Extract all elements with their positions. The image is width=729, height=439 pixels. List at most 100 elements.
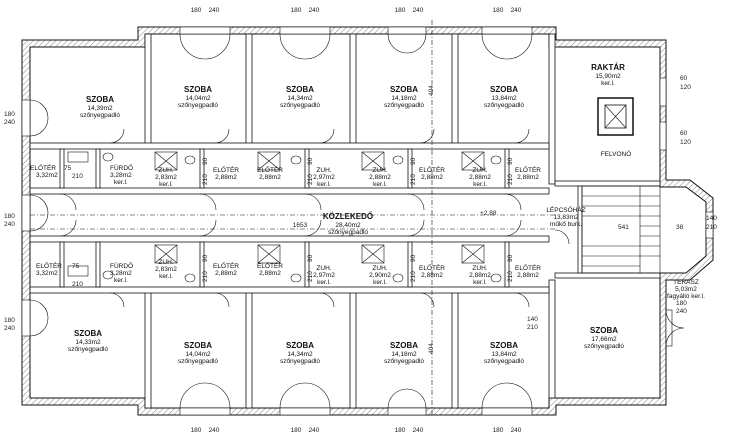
svg-text:FÜRDŐ: FÜRDŐ	[110, 163, 133, 172]
svg-text:210: 210	[410, 174, 417, 185]
room-label-szoba-s2: SZOBA 14,34m2 szőnyegpadló	[280, 341, 320, 365]
svg-text:13,84m2: 13,84m2	[491, 95, 517, 102]
room-label-szoba-n3: SZOBA 14,18m2 szőnyegpadló	[384, 85, 424, 109]
room-label-eloter-n3: ELŐTÉR 2,88m2	[419, 165, 445, 181]
svg-text:szőnyegpadló: szőnyegpadló	[584, 343, 624, 350]
svg-text:210: 210	[307, 174, 314, 185]
room-label-eloter-n4: ELŐTÉR 2,88m2	[515, 165, 541, 181]
svg-text:2,88m2: 2,88m2	[259, 270, 281, 277]
svg-text:SZOBA: SZOBA	[86, 95, 114, 104]
room-label-eloter-s3: ELŐTÉR 2,88m2	[419, 263, 445, 279]
svg-text:210: 210	[202, 271, 209, 282]
svg-text:ZUH.: ZUH.	[472, 265, 487, 272]
svg-text:240: 240	[309, 7, 320, 14]
svg-text:3,28m2: 3,28m2	[110, 172, 132, 179]
svg-text:75: 75	[72, 263, 80, 270]
room-label-zuh-s1: ZUH. 2,83m2 ker.l.	[155, 259, 177, 280]
svg-text:SZOBA: SZOBA	[184, 341, 212, 350]
svg-text:2,83m2: 2,83m2	[155, 174, 177, 181]
room-label-szoba-nw: SZOBA 14,39m2 szőnyegpadló	[80, 95, 120, 119]
svg-text:5,03m2: 5,03m2	[675, 286, 697, 293]
svg-text:210: 210	[72, 281, 83, 288]
svg-text:2,88m2: 2,88m2	[259, 174, 281, 181]
svg-text:90: 90	[202, 157, 209, 165]
svg-text:120: 120	[680, 139, 691, 146]
svg-text:404: 404	[428, 343, 435, 354]
svg-text:3,28m2: 3,28m2	[110, 270, 132, 277]
svg-text:ZUH.: ZUH.	[158, 259, 173, 266]
svg-text:szőnyegpadló: szőnyegpadló	[384, 358, 424, 365]
room-label-raktar: RAKTÁR 15,90m2 ker.l.	[591, 63, 625, 87]
svg-text:műkő burk.: műkő burk.	[550, 221, 582, 228]
svg-text:180: 180	[291, 7, 302, 14]
svg-text:ZUH.: ZUH.	[472, 167, 487, 174]
svg-text:FELVONÓ: FELVONÓ	[601, 149, 632, 158]
svg-text:2,97m2: 2,97m2	[313, 272, 335, 279]
svg-text:ELŐTÉR: ELŐTÉR	[515, 165, 541, 174]
svg-text:2,88m2: 2,88m2	[517, 174, 539, 181]
svg-text:ker.l.: ker.l.	[114, 277, 128, 284]
svg-text:2,83m2: 2,83m2	[155, 266, 177, 273]
svg-text:ker.l.: ker.l.	[601, 80, 615, 87]
door-swings	[29, 33, 685, 409]
svg-text:140: 140	[527, 316, 538, 323]
svg-text:SZOBA: SZOBA	[390, 85, 418, 94]
svg-text:2,88m2: 2,88m2	[469, 272, 491, 279]
svg-text:szőnyegpadló: szőnyegpadló	[178, 358, 218, 365]
svg-text:szőnyegpadló: szőnyegpadló	[68, 346, 108, 353]
svg-text:2,90m2: 2,90m2	[369, 272, 391, 279]
svg-text:fagyálló ker.l.: fagyálló ker.l.	[667, 293, 705, 300]
svg-text:2,88m2: 2,88m2	[215, 270, 237, 277]
svg-text:SZOBA: SZOBA	[74, 329, 102, 338]
svg-text:SZOBA: SZOBA	[286, 341, 314, 350]
svg-text:60: 60	[680, 130, 688, 137]
room-label-eloter-s4: ELŐTÉR 2,88m2	[515, 263, 541, 279]
svg-text:14,18m2: 14,18m2	[391, 95, 417, 102]
svg-text:szőnyegpadló: szőnyegpadló	[484, 102, 524, 109]
room-label-szoba-n2: SZOBA 14,34m2 szőnyegpadló	[280, 85, 320, 109]
svg-text:210: 210	[307, 271, 314, 282]
room-label-eloter-n2: ELŐTÉR 2,88m2	[257, 165, 283, 181]
svg-text:90: 90	[307, 254, 314, 262]
room-label-furdo-sw: FÜRDŐ 3,28m2 ker.l.	[110, 261, 133, 284]
svg-text:ELŐTÉR: ELŐTÉR	[419, 263, 445, 272]
svg-text:210: 210	[410, 271, 417, 282]
room-label-szoba-s4: SZOBA 13,84m2 szőnyegpadló	[484, 341, 524, 365]
svg-text:ker.l.: ker.l.	[114, 179, 128, 186]
windows-north	[21, 26, 714, 416]
room-label-zuh-n1: ZUH. 2,83m2 ker.l.	[155, 167, 177, 188]
room-label-felvono: FELVONÓ	[601, 149, 632, 158]
svg-text:180: 180	[291, 427, 302, 434]
svg-text:13,84m2: 13,84m2	[491, 351, 517, 358]
svg-text:TERASZ: TERASZ	[673, 279, 699, 286]
svg-text:szőnyegpadló: szőnyegpadló	[280, 358, 320, 365]
svg-text:SZOBA: SZOBA	[490, 341, 518, 350]
svg-text:210: 210	[527, 324, 538, 331]
svg-text:szőnyegpadló: szőnyegpadló	[328, 229, 368, 236]
svg-text:180: 180	[493, 427, 504, 434]
svg-text:180: 180	[4, 111, 15, 118]
svg-text:120: 120	[680, 84, 691, 91]
svg-text:180: 180	[4, 317, 15, 324]
svg-text:240: 240	[4, 325, 15, 332]
room-label-lepcsohaz: LÉPCSŐHÁZ 13,83m2 műkő burk.	[546, 205, 585, 228]
svg-text:14,34m2: 14,34m2	[287, 95, 313, 102]
svg-text:ker.l.: ker.l.	[317, 181, 331, 188]
svg-text:13,83m2: 13,83m2	[553, 214, 579, 221]
svg-text:+2,88: +2,88	[480, 210, 497, 217]
svg-text:2,97m2: 2,97m2	[313, 174, 335, 181]
svg-text:541: 541	[618, 224, 629, 231]
svg-text:180: 180	[191, 7, 202, 14]
room-label-zuh-s4: ZUH. 2,88m2 ker.l.	[469, 265, 491, 286]
svg-text:ELŐTÉR: ELŐTÉR	[213, 261, 239, 270]
svg-text:FÜRDŐ: FÜRDŐ	[110, 261, 133, 270]
svg-text:2,88m2: 2,88m2	[369, 174, 391, 181]
svg-text:ker.l.: ker.l.	[317, 279, 331, 286]
svg-text:38: 38	[676, 224, 684, 231]
svg-text:SZOBA: SZOBA	[390, 341, 418, 350]
svg-text:210: 210	[706, 224, 717, 231]
svg-text:ker.l.: ker.l.	[473, 279, 487, 286]
svg-text:SZOBA: SZOBA	[184, 85, 212, 94]
room-label-szoba-s3: SZOBA 14,18m2 szőnyegpadló	[384, 341, 424, 365]
